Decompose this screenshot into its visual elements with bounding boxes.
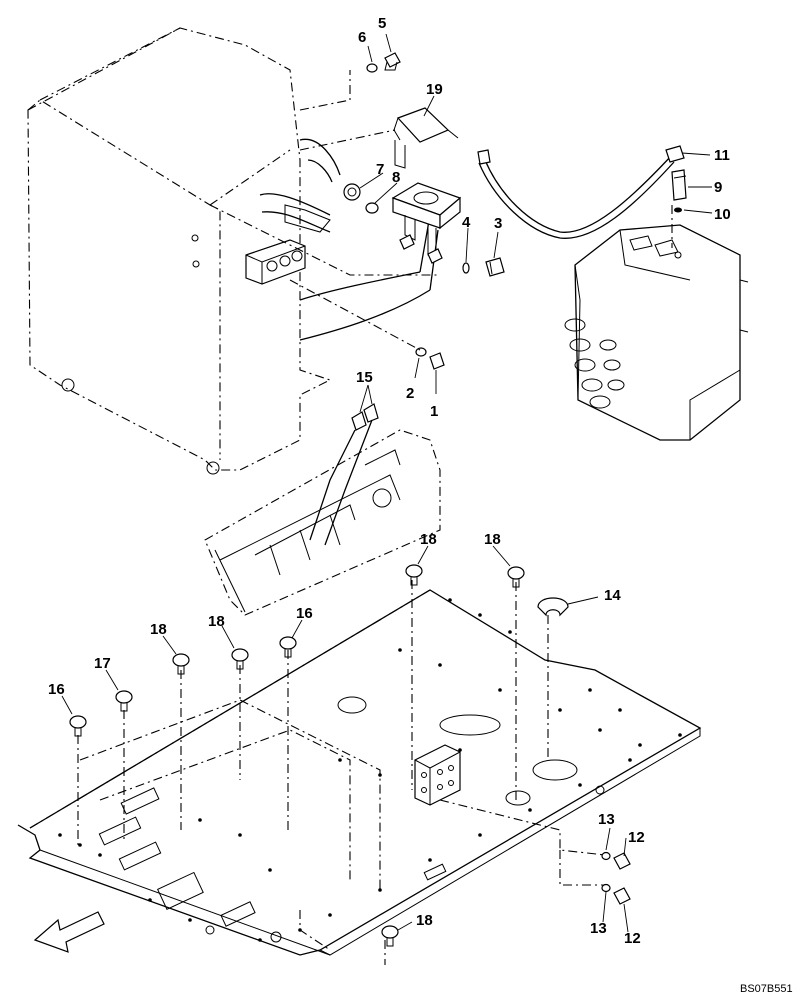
plug-12b (613, 887, 631, 905)
callout-9: 9 (714, 179, 722, 196)
callout-5: 5 (378, 15, 386, 32)
flange-block (391, 182, 462, 264)
callout-12a: 12 (628, 829, 645, 846)
callout-16a: 16 (48, 681, 65, 698)
o-ring-13a (601, 851, 611, 861)
console-frame (204, 429, 441, 616)
harness-clips (309, 403, 379, 546)
callout-12b: 12 (624, 930, 641, 947)
callout-4: 4 (462, 214, 471, 231)
plug-3 (485, 257, 505, 277)
callout-1: 1 (430, 403, 438, 420)
arrow-left-down-icon (33, 911, 105, 953)
callout-17: 17 (94, 655, 111, 672)
o-ring-2 (415, 347, 427, 357)
callout-14: 14 (604, 587, 621, 604)
o-ring-6 (366, 63, 378, 73)
callout-6: 6 (358, 29, 366, 46)
manifold-block (245, 204, 331, 285)
bolt-18d (507, 566, 525, 588)
leader-lines (61, 33, 713, 933)
callout-18b: 18 (208, 613, 225, 630)
callout-18d: 18 (484, 531, 501, 548)
bolts (69, 564, 631, 947)
drawing-reference: BS07B551 (740, 983, 793, 995)
callout-16b: 16 (296, 605, 313, 622)
callout-18e: 18 (416, 912, 433, 929)
o-ring-4 (462, 262, 470, 274)
bolt-16a (69, 715, 87, 737)
callout-19: 19 (426, 81, 443, 98)
callout-13a: 13 (598, 811, 615, 828)
plug-7 (343, 183, 361, 201)
tank-pipes (259, 138, 439, 341)
bolt-18b (231, 648, 249, 670)
callout-18c: 18 (420, 531, 437, 548)
pilot-valve (414, 744, 461, 806)
floor-plate (17, 589, 702, 956)
plug-5 (384, 52, 401, 71)
pilot-hose (477, 145, 687, 239)
callout-18a: 18 (150, 621, 167, 638)
bolt-18e (381, 925, 399, 947)
callout-3: 3 (494, 215, 502, 232)
plug-12a (613, 852, 631, 870)
bolt-16b (279, 636, 297, 658)
bolt-17 (115, 690, 133, 712)
o-ring-8 (365, 202, 379, 214)
control-valve (564, 224, 749, 441)
callout-8: 8 (392, 169, 400, 186)
o-ring-13b (601, 883, 611, 893)
bolt-18c (405, 564, 423, 586)
plug-1 (429, 352, 445, 370)
bolt-18a (172, 653, 190, 675)
grommet-14 (537, 597, 569, 617)
callout-labels: 1 2 3 4 5 6 7 8 9 10 11 12 12 13 13 14 1… (48, 15, 731, 947)
callout-10: 10 (714, 206, 731, 223)
callout-7: 7 (376, 161, 384, 178)
callout-15: 15 (356, 369, 373, 386)
callout-11: 11 (714, 147, 730, 164)
callout-13b: 13 (590, 920, 607, 937)
pressure-switch (393, 107, 459, 169)
assembly-lines (29, 70, 673, 965)
callout-2: 2 (406, 385, 414, 402)
